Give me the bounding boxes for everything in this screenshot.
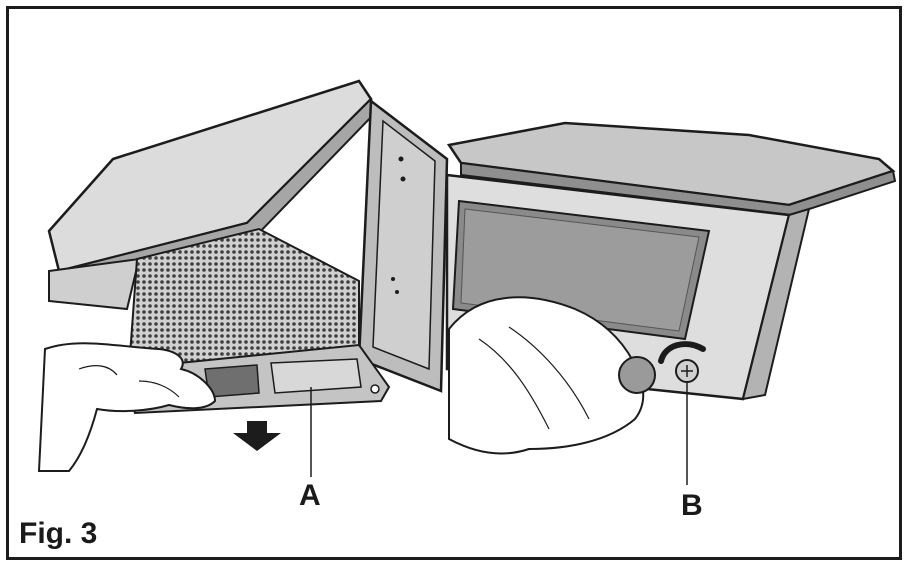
figure-illustration xyxy=(37,79,897,485)
hood-side-inner xyxy=(372,119,436,371)
hood-right-illustration xyxy=(445,121,897,485)
hood-left-illustration xyxy=(37,79,449,477)
hand-icon xyxy=(37,342,217,472)
filter-handle-right xyxy=(270,358,362,394)
hood-side-plate xyxy=(741,207,811,401)
label-b: B xyxy=(681,489,703,522)
down-arrow-icon xyxy=(233,421,281,451)
figure-frame: A B Fig. 3 xyxy=(6,6,902,560)
knob-icon xyxy=(618,356,656,394)
hood-underside xyxy=(48,257,141,311)
hood-top-slab-edge xyxy=(460,161,897,217)
label-a: A xyxy=(299,479,321,512)
figure-caption: Fig. 3 xyxy=(19,517,98,550)
rotate-arrow-icon xyxy=(658,341,706,364)
